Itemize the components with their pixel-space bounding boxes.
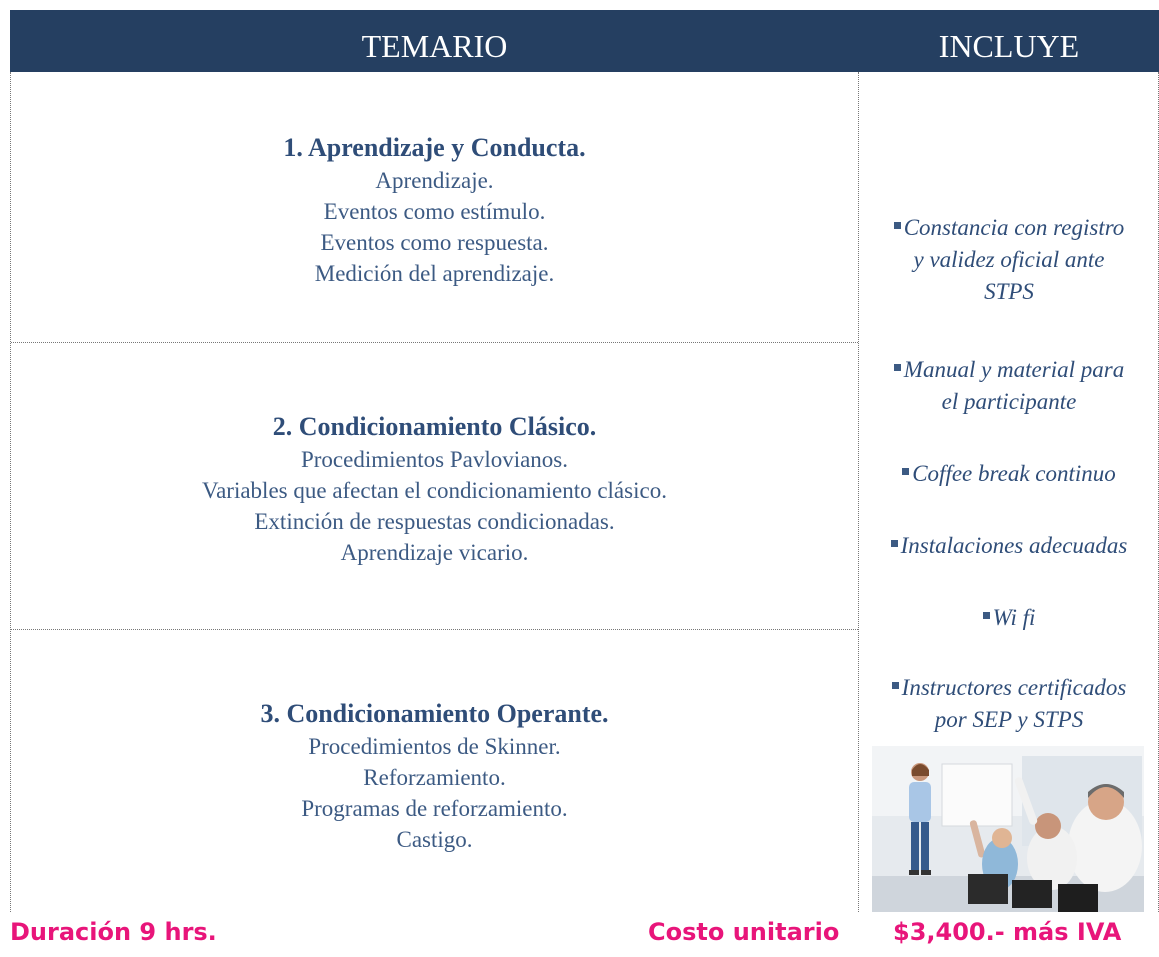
section-item: Procedimientos de Skinner.: [308, 734, 561, 759]
bullet-icon: [902, 468, 910, 476]
incluye-heading: INCLUYE: [938, 28, 1080, 64]
bullet-icon: [982, 612, 990, 620]
bullet-icon: [891, 682, 899, 690]
section-condicionamiento-operante: 3. Condicionamiento Operante. Procedimie…: [11, 630, 858, 912]
temario-column: 1. Aprendizaje y Conducta. Aprendizaje. …: [10, 72, 859, 912]
precio-text: $3,400.- más IVA: [893, 918, 1122, 946]
section-title: 3. Condicionamiento Operante.: [260, 699, 609, 728]
section-title: 2. Condicionamiento Clásico.: [272, 412, 597, 441]
section-item: Variables que afectan el condicionamient…: [202, 478, 667, 503]
section-item: Castigo.: [396, 827, 473, 852]
section-item: Procedimientos Pavlovianos.: [300, 447, 569, 472]
footer-bar: Duración 9 hrs. Costo unitario $3,400.- …: [0, 912, 1159, 957]
section-item: Programas de reforzamiento.: [301, 796, 568, 821]
section-item: Extinción de respuestas condicionadas.: [254, 509, 615, 534]
incluye-item-constancia: Constancia con registro y validez oficia…: [859, 212, 1159, 308]
section-item: Eventos como estímulo.: [323, 199, 546, 224]
incluye-line: Manual y material para: [903, 357, 1125, 382]
incluye-line: y validez oficial ante: [913, 247, 1105, 272]
incluye-line: Instalaciones adecuadas: [900, 533, 1128, 558]
section-aprendizaje-conducta: 1. Aprendizaje y Conducta. Aprendizaje. …: [11, 72, 858, 343]
temario-heading: TEMARIO: [361, 28, 508, 64]
incluye-item-coffee: Coffee break continuo: [859, 458, 1159, 490]
costo-label: Costo unitario: [648, 918, 840, 946]
section-item: Aprendizaje vicario.: [340, 540, 529, 565]
classroom-photo: [872, 746, 1144, 912]
section-item: Eventos como respuesta.: [320, 230, 549, 255]
incluye-line: Wi fi: [992, 605, 1036, 630]
incluye-item-instructores: Instructores certificados por SEP y STPS: [859, 672, 1159, 736]
incluye-item-manual: Manual y material para el participante: [859, 354, 1159, 418]
section-item: Reforzamiento.: [363, 765, 506, 790]
incluye-line: Coffee break continuo: [912, 461, 1116, 486]
section-title: 1. Aprendizaje y Conducta.: [283, 133, 586, 162]
section-item: Medición del aprendizaje.: [314, 261, 555, 286]
bullet-icon: [890, 540, 898, 548]
header-bar: TEMARIO INCLUYE: [10, 10, 1159, 72]
incluye-line: Constancia con registro: [903, 215, 1125, 240]
incluye-line: el participante: [941, 389, 1077, 414]
bullet-icon: [893, 364, 901, 372]
incluye-line: por SEP y STPS: [934, 707, 1084, 732]
bullet-icon: [893, 222, 901, 230]
duracion-text: Duración 9 hrs.: [10, 918, 217, 946]
incluye-item-wifi: Wi fi: [859, 602, 1159, 634]
classroom-illustration: [872, 746, 1144, 912]
section-condicionamiento-clasico: 2. Condicionamiento Clásico. Procedimien…: [11, 343, 858, 630]
section-item: Aprendizaje.: [375, 168, 494, 193]
incluye-line: Instructores certificados: [901, 675, 1127, 700]
incluye-line: STPS: [984, 279, 1034, 304]
incluye-column: Constancia con registro y validez oficia…: [859, 72, 1159, 912]
incluye-item-instalaciones: Instalaciones adecuadas: [859, 530, 1159, 562]
